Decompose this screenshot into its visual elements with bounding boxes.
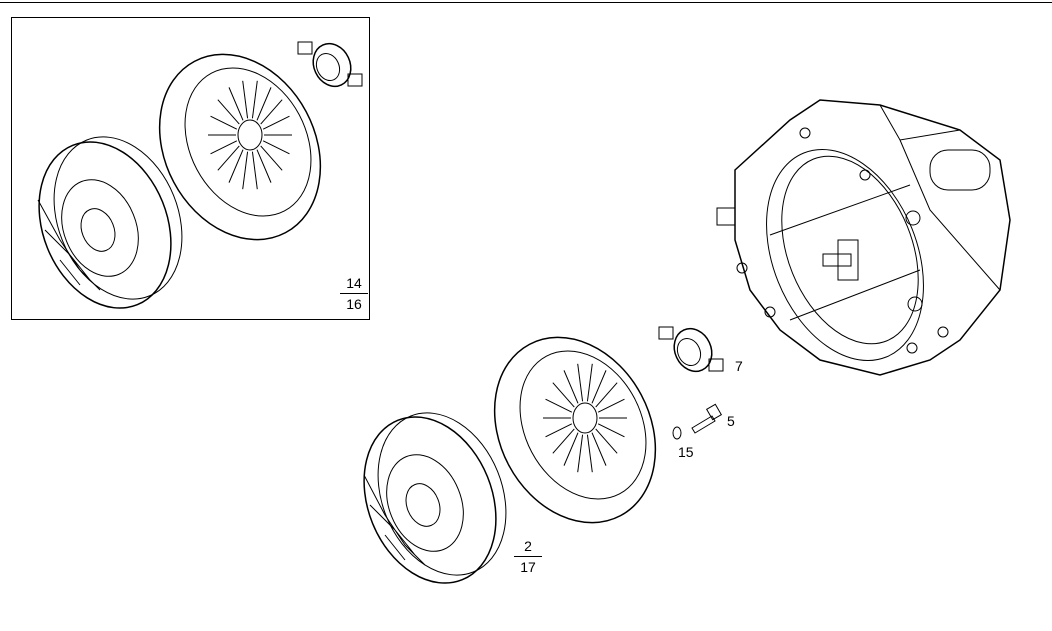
release-bearing: [658, 326, 724, 373]
diaphragm-spoke: [242, 80, 249, 119]
diaphragm-spoke: [552, 428, 575, 454]
diaphragm-spoke: [577, 434, 584, 473]
diaphragm-spoke: [595, 382, 618, 408]
gearbox-bell-housing: [716, 99, 1011, 376]
clutch-disc: [363, 412, 507, 584]
diaphragm-spoke: [242, 151, 249, 190]
disc-callout-bottom: 17: [520, 559, 536, 575]
callout-5: 5: [727, 413, 735, 429]
inset-kit-frame: [11, 17, 370, 320]
diaphragm-spoke: [260, 99, 283, 125]
callout-15: 15: [678, 444, 694, 460]
pressure-plate: [493, 336, 657, 524]
diaphragm-spoke: [577, 363, 584, 402]
inset-pressure-plate: [158, 53, 322, 241]
diaphragm-spoke: [262, 140, 290, 155]
diaphragm-spoke: [256, 87, 272, 121]
diaphragm-spoke: [210, 115, 238, 130]
bolt: [691, 403, 723, 434]
inset-clutch-disc: [37, 136, 183, 309]
diaphragm-spoke: [260, 145, 283, 171]
diaphragm-spoke: [217, 99, 240, 125]
diaphragm-spoke: [545, 423, 573, 438]
diaphragm-spoke: [563, 432, 579, 466]
diaphragm-spoke: [228, 87, 244, 121]
top-border: [0, 2, 1052, 3]
diaphragm-spoke: [591, 370, 607, 404]
inset-release-bearing: [297, 41, 363, 88]
diaphragm-spoke: [563, 370, 579, 404]
disc-callout-top: 2: [524, 538, 532, 554]
diaphragm-spoke: [210, 140, 238, 155]
diaphragm-spoke: [586, 434, 593, 473]
inset-callout: 14 16: [340, 276, 368, 311]
diaphragm-spoke: [217, 145, 240, 171]
inset-callout-top: 14: [346, 275, 362, 291]
callout-7: 7: [735, 358, 743, 374]
diaphragm-spoke: [586, 363, 593, 402]
diaphragm-spoke: [545, 398, 573, 413]
diaphragm-spoke: [228, 149, 244, 183]
diaphragm-spoke: [251, 80, 258, 119]
inset-callout-bottom: 16: [346, 296, 362, 312]
diaphragm-spoke: [597, 398, 625, 413]
fraction-line: [340, 293, 368, 294]
washer: [672, 426, 682, 440]
disc-callout: 2 17: [514, 539, 542, 574]
fraction-line: [514, 556, 542, 557]
diaphragm-spoke: [591, 432, 607, 466]
diaphragm-spoke: [597, 423, 625, 438]
diaphragm-spoke: [251, 151, 258, 190]
diaphragm-spoke: [262, 115, 290, 130]
diaphragm-spoke: [256, 149, 272, 183]
diaphragm-spoke: [595, 428, 618, 454]
diaphragm-spoke: [552, 382, 575, 408]
